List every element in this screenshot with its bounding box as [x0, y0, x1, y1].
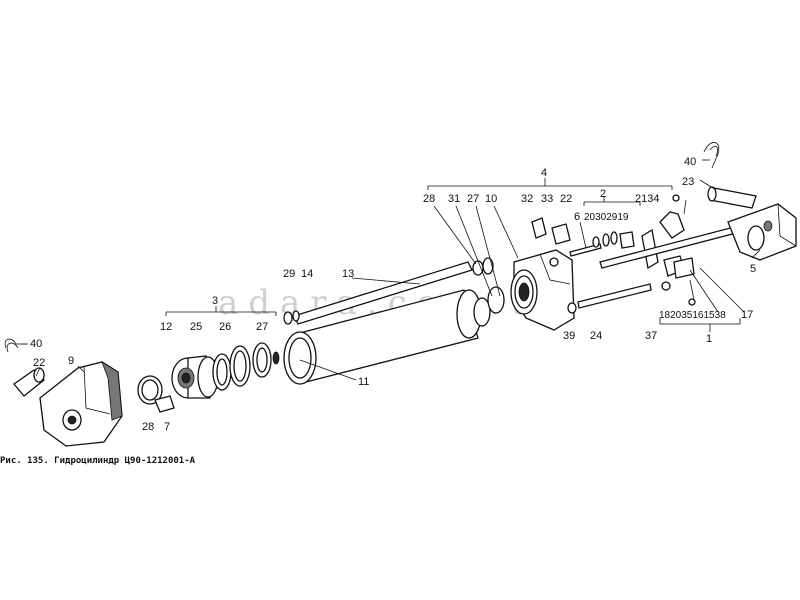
part-1-valve-body [661, 255, 696, 306]
callout-20-30-29-19: 20302919 [584, 212, 629, 223]
part-11-cylinder-tube [283, 289, 482, 385]
callout-27-top: 27 [467, 193, 479, 205]
callout-26: 26 [219, 321, 231, 333]
part-12-piston [171, 355, 219, 399]
callout-2: 2 [600, 188, 606, 200]
part-39-nut [567, 302, 577, 314]
part-28-washer [137, 375, 163, 405]
callout-40-left: 40 [30, 338, 42, 350]
part-40-cotter-right [703, 142, 720, 169]
callout-7: 7 [164, 421, 170, 433]
leader-lines [22, 159, 761, 381]
callout-22-left: 22 [33, 357, 45, 369]
callout-17: 17 [741, 309, 753, 321]
part-26-seal [229, 345, 251, 387]
callout-39: 39 [563, 330, 575, 342]
callout-25: 25 [190, 321, 202, 333]
group-bracket-2 [583, 196, 641, 206]
callout-27-left: 27 [256, 321, 268, 333]
callout-5: 5 [750, 263, 756, 275]
callout-14: 14 [301, 268, 313, 280]
callout-29-left: 29 [283, 268, 295, 280]
callout-40-right: 40 [684, 156, 696, 168]
callout-13: 13 [342, 268, 354, 280]
callout-18-20-35-16-15-38: 182035161538 [659, 310, 726, 321]
part-29-14-rod-seals [283, 310, 300, 325]
part-32-plug [531, 217, 547, 239]
part-22-pin-left [13, 367, 45, 397]
figure-caption: Рис. 135. Гидроцилиндр Ц90-1212001-А [0, 456, 196, 466]
callout-10: 10 [485, 193, 497, 205]
callout-28-top: 28 [423, 193, 435, 205]
callout-22-top: 22 [560, 193, 572, 205]
callout-3: 3 [212, 295, 218, 307]
group-bracket-1 [659, 318, 741, 332]
part-33-plug [551, 223, 571, 245]
part-31-27-gland-seals [472, 257, 505, 327]
part-2-valve-assembly [592, 231, 635, 249]
callout-1: 1 [706, 333, 712, 345]
callout-33: 33 [541, 193, 553, 205]
part-23-pin-right [707, 186, 757, 209]
part-6-bolt [569, 243, 602, 257]
part-7-nut [154, 395, 175, 413]
callout-32: 32 [521, 193, 533, 205]
callout-21-34: 2134 [635, 193, 659, 205]
callout-31: 31 [448, 193, 460, 205]
callout-12: 12 [160, 321, 172, 333]
part-5-rod-clevis [727, 203, 797, 261]
callout-11: 11 [358, 376, 369, 388]
callout-6: 6 [574, 211, 580, 223]
part-spring-valve [659, 194, 685, 239]
part-25-seal [212, 353, 232, 391]
callout-23: 23 [682, 176, 694, 188]
callout-28-left: 28 [142, 421, 154, 433]
part-10-front-head [510, 249, 575, 331]
group-bracket-4 [427, 178, 673, 190]
part-40-cotter-left [4, 338, 26, 353]
callout-4: 4 [541, 167, 547, 179]
part-9-rear-clevis [39, 361, 123, 447]
callout-37: 37 [645, 330, 657, 342]
callout-24: 24 [590, 330, 602, 342]
part-24-tie-bolt [577, 283, 652, 309]
group-bracket-3 [165, 306, 277, 316]
callout-9: 9 [68, 355, 74, 367]
part-27-seal-left [252, 342, 280, 378]
